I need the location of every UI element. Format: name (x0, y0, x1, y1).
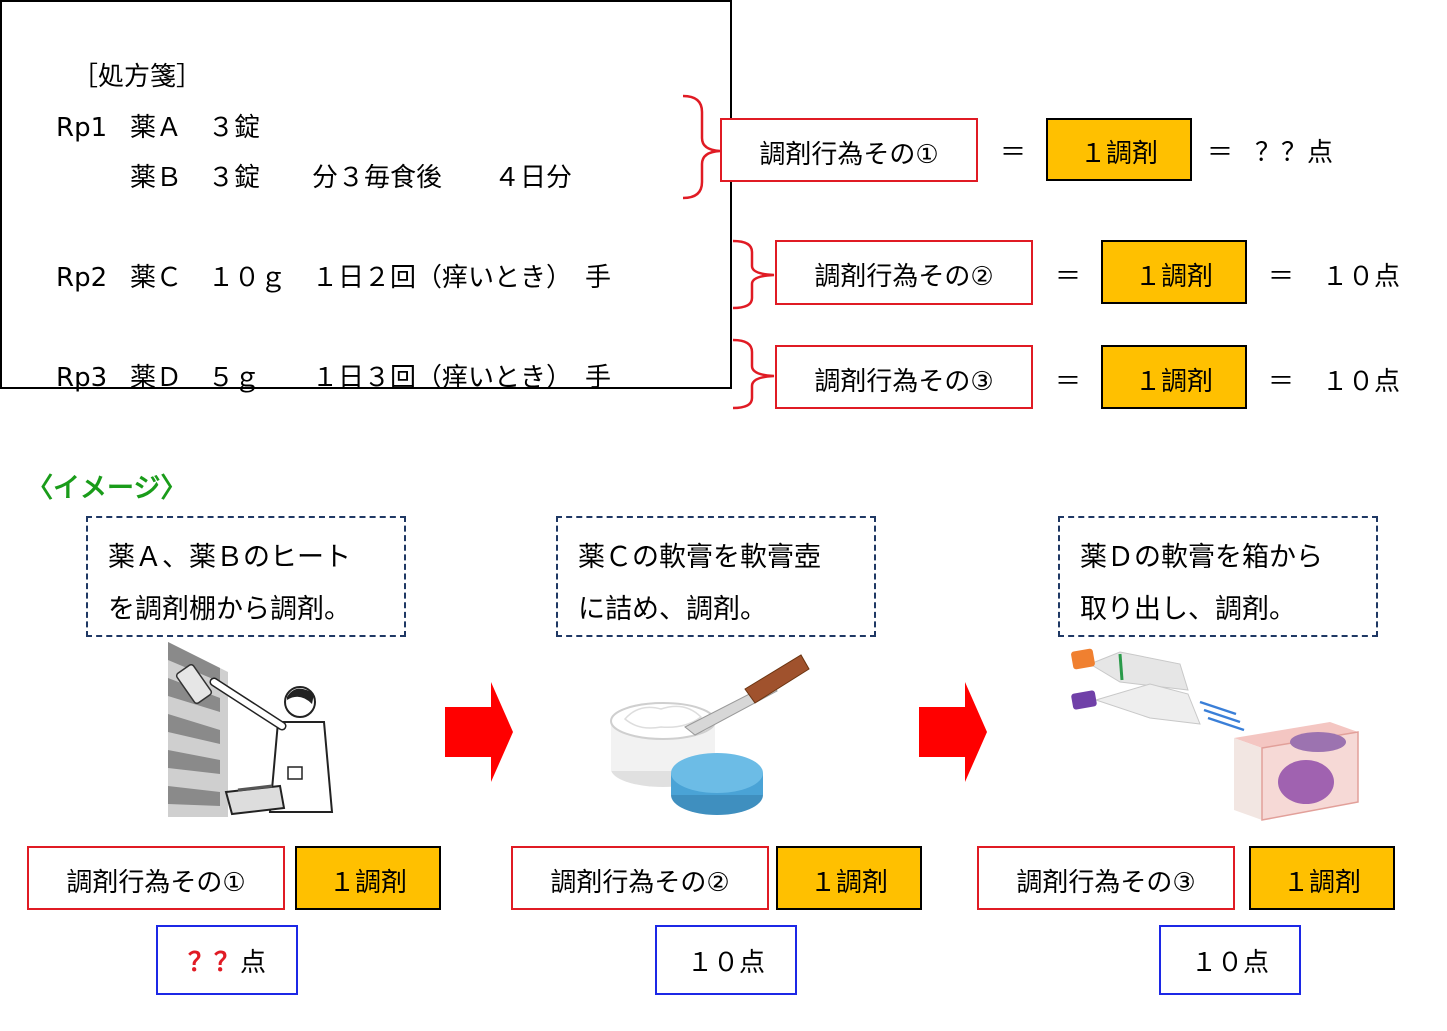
step-3-act: 調剤行為その③ (977, 846, 1235, 910)
rp3-text: 薬Ｄ ５ｇ １日３回（痒いとき） 手 (130, 363, 612, 393)
step-1-points-unknown: ？？ (187, 947, 240, 978)
summary-eq1-1: ＝ (1000, 138, 1027, 168)
rp2-text: 薬Ｃ １０ｇ １日２回（痒いとき） 手 (130, 263, 612, 293)
step-3-desc-line1: 薬Ｄの軟膏を箱から (1080, 542, 1323, 573)
ointment-tubes-box-illustration (1071, 648, 1359, 821)
summary-unit-3: １調剤 (1101, 345, 1247, 409)
step-2-points: １０点 (655, 925, 797, 995)
rp2-label: Rp2 (56, 263, 108, 293)
step-1-desc-line2: を調剤棚から調剤。 (108, 594, 351, 625)
rp1-label: Rp1 (56, 113, 108, 143)
step-1-desc-line1: 薬Ａ、薬Ｂのヒート (108, 542, 351, 573)
step-1-points-suffix: 点 (240, 947, 267, 978)
prescription-frame (0, 0, 732, 389)
right-arrow-icon (445, 682, 513, 782)
step-2-desc-line1: 薬Ｃの軟膏を軟膏壺 (578, 542, 821, 573)
step-2-act: 調剤行為その② (511, 846, 769, 910)
summary-points-1: ？？点 (1255, 138, 1334, 168)
rp1-line1: 薬Ａ ３錠 (130, 113, 261, 143)
right-arrow-icon (919, 682, 987, 782)
step-3-description: 薬Ｄの軟膏を箱から 取り出し、調剤。 (1058, 516, 1378, 637)
step-2-unit: １調剤 (776, 846, 922, 910)
step-2-description: 薬Ｃの軟膏を軟膏壺 に詰め、調剤。 (556, 516, 876, 637)
summary-act-1: 調剤行為その① (720, 118, 978, 182)
brace-rp1 (682, 94, 721, 200)
summary-eq2-1: ＝ (1207, 138, 1234, 168)
summary-act-2: 調剤行為その② (775, 240, 1033, 305)
brace-rp3 (732, 338, 775, 410)
step-1-act: 調剤行為その① (27, 846, 285, 910)
brace-rp2 (732, 239, 775, 310)
step-3-desc-line2: 取り出し、調剤。 (1080, 594, 1296, 625)
summary-unit-1: １調剤 (1046, 118, 1192, 181)
summary-eq2-3: ＝ (1268, 367, 1295, 397)
image-section-heading: 〈イメージ〉 (26, 473, 188, 504)
summary-act-3: 調剤行為その③ (775, 345, 1033, 409)
ointment-jar-illustration (610, 654, 810, 815)
rp1-line2: 薬Ｂ ３錠 分３毎食後 ４日分 (130, 163, 573, 193)
summary-points-2: １０点 (1322, 262, 1401, 292)
step-3-unit: １調剤 (1249, 846, 1395, 910)
summary-eq1-3: ＝ (1055, 367, 1082, 397)
summary-points-3: １０点 (1322, 367, 1401, 397)
summary-unit-2: １調剤 (1101, 240, 1247, 304)
rp3-label: Rp3 (56, 363, 108, 393)
step-1-description: 薬Ａ、薬Ｂのヒート を調剤棚から調剤。 (86, 516, 406, 637)
step-2-desc-line2: に詰め、調剤。 (578, 594, 767, 625)
pharmacist-shelf-illustration (168, 642, 334, 817)
summary-eq1-2: ＝ (1055, 262, 1082, 292)
step-1-unit: １調剤 (295, 846, 441, 910)
summary-eq2-2: ＝ (1268, 262, 1295, 292)
prescription-heading: ［処方箋］ (72, 62, 203, 92)
step-3-points: １０点 (1159, 925, 1301, 995)
step-1-points: ？？点 (156, 925, 298, 995)
